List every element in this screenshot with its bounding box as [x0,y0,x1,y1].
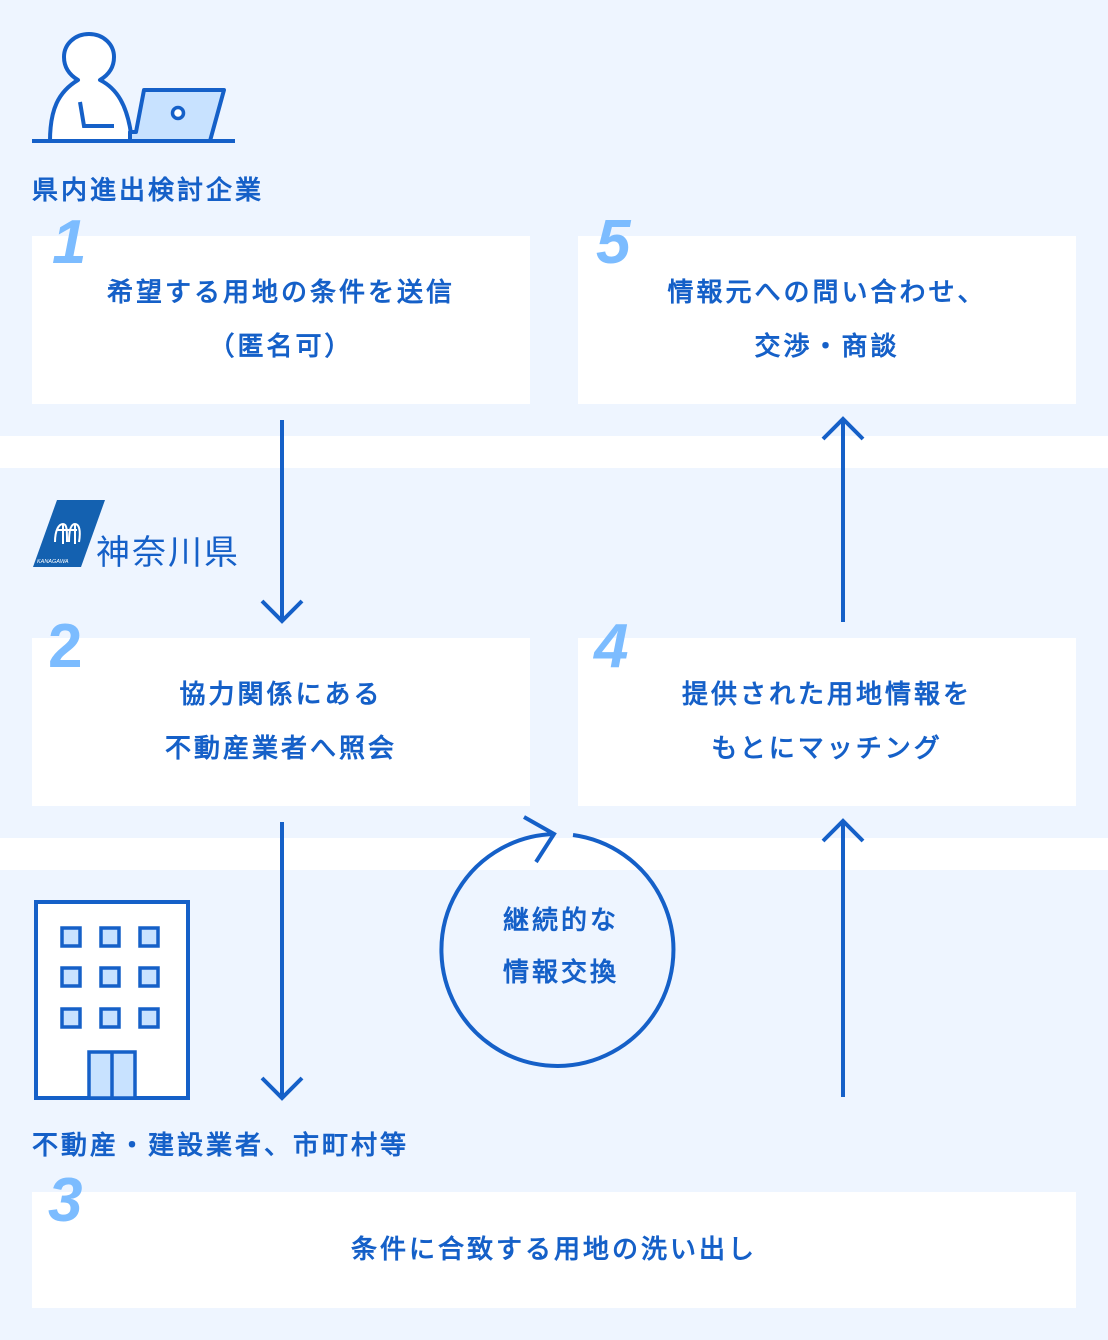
kanagawa-logo: KANAGAWA [33,500,105,567]
building-icon [34,900,190,1100]
company-section-label: 県内進出検討企業 [32,176,265,206]
cycle-label-line-2: 情報交換 [502,958,619,988]
step-1-box: 希望する用地の条件を送信 （匿名可） [32,236,530,404]
cycle-arrow-icon [439,815,676,1068]
step-3-text: 条件に合致する用地の洗い出し [350,1235,757,1265]
step-1-number: 1 [52,208,87,277]
prefecture-section-label: 神奈川県 [96,533,240,573]
step-2-number: 2 [48,612,83,681]
partners-section-label: 不動産・建設業者、市町村等 [32,1131,410,1161]
step-2-box: 協力関係にある 不動産業者へ照会 [32,638,530,806]
step-3-box: 条件に合致する用地の洗い出し [32,1192,1076,1308]
cycle-label-line-1: 継続的な [502,906,619,936]
step-5-text-line-2: 交渉・商談 [754,332,900,362]
step-1-text-line-1: 希望する用地の条件を送信 [106,278,455,308]
step-4-text-line-2: もとにマッチング [711,734,943,764]
step-4-text-line-1: 提供された用地情報を [681,680,972,710]
cycle-label: 継続的な 情報交換 [446,895,676,999]
step-5-text-line-1: 情報元への問い合わせ、 [667,278,987,308]
step-5-box: 情報元への問い合わせ、 交渉・商談 [578,236,1076,404]
step-4-box: 提供された用地情報を もとにマッチング [578,638,1076,806]
step-2-text-line-2: 不動産業者へ照会 [164,734,397,764]
step-4-number: 4 [594,612,629,681]
step-3-number: 3 [48,1166,83,1235]
person-laptop-icon [32,32,235,143]
step-2-text-line-1: 協力関係にある [179,680,383,710]
step-1-text-line-2: （匿名可） [208,332,354,362]
svg-text:KANAGAWA: KANAGAWA [37,559,69,565]
step-5-number: 5 [596,208,631,277]
